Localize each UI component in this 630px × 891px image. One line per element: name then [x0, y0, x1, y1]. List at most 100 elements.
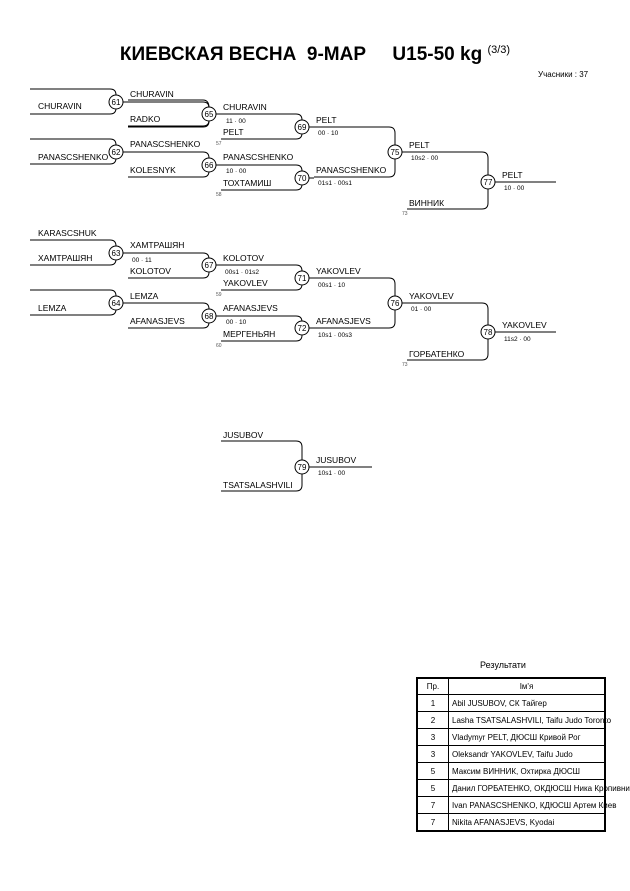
competitor-name: AFANASJEVS [223, 303, 278, 313]
match-score: 10s1 · 00 [318, 470, 345, 477]
match-score: 00 · 10 [318, 130, 339, 137]
match-number: 78 [484, 328, 493, 337]
match-ref: 73 [402, 362, 408, 368]
entry-name: CHURAVIN [38, 101, 82, 111]
competitor-name: KOLESNYK [130, 165, 176, 175]
competitor-name: YAKOVLEV [316, 266, 361, 276]
match-ref: 73 [402, 211, 408, 217]
competitor-name: PELT [223, 127, 244, 137]
match-ref: 60 [216, 343, 222, 349]
match-number: 75 [391, 148, 400, 157]
tournament-bracket: 61 62 63 64 65 66 67 68 69 70 71 72 75 7… [30, 88, 556, 492]
match-number: 72 [298, 324, 307, 333]
column-header: Ім'я [448, 677, 606, 695]
competitor-name: JUSUBOV [223, 430, 263, 440]
name-cell: Lasha TSATSALASHVILI, Taifu Judo Toronto [448, 711, 611, 729]
page-title: КИЕВСКАЯ ВЕСНА 9-МАР U15-50 kg (3/3) [0, 44, 630, 66]
competitor-name: KOLOTOV [130, 266, 171, 276]
entry-name: LEMZA [38, 303, 67, 313]
match-score: 10 · 00 [504, 185, 525, 192]
competitor-name: ВИННИК [409, 198, 444, 208]
place-cell: 7 [416, 813, 449, 832]
match-number: 65 [205, 110, 214, 119]
match-score: 01 · 00 [411, 306, 432, 313]
name-cell: Abil JUSUBOV, СК Тайгер [448, 694, 606, 712]
match-score: 00s1 · 10 [318, 282, 345, 289]
competitor-name: PANASCSHENKO [130, 139, 201, 149]
name-cell: Данил ГОРБАТЕНКО, ОКДЮСШ Ника Кропивницк… [448, 779, 630, 797]
competitor-name: PANASCSHENKO [223, 152, 294, 162]
name-cell: Vladymyr PELT, ДЮСШ Кривой Рог [448, 728, 606, 746]
match-number: 62 [112, 148, 121, 157]
match-number: 64 [112, 299, 121, 308]
column-header: Пр. [416, 677, 449, 695]
match-score: 11s2 · 00 [504, 336, 531, 343]
match-score: 11 · 00 [226, 118, 246, 125]
match-number: 79 [298, 463, 307, 472]
competitor-name: PANASCSHENKO [316, 165, 387, 175]
match-number: 69 [298, 123, 307, 132]
competitor-name: RADKO [130, 114, 161, 124]
place-cell: 7 [416, 796, 449, 814]
match-score: 10s2 · 00 [411, 155, 438, 162]
match-score: 00s1 · 01s2 [225, 269, 259, 276]
participants-count: Учасники : 37 [538, 70, 589, 79]
results-title: Результати [480, 660, 526, 670]
match-number: 63 [112, 249, 121, 258]
competitor-name: МЕРГЕНЬЯН [223, 329, 275, 339]
match-ref: 57 [216, 141, 222, 147]
competitor-name: ТОХТАМИШ [223, 178, 271, 188]
name-cell: Oleksandr YAKOVLEV, Taifu Judo [448, 745, 606, 763]
competitor-name: JUSUBOV [316, 455, 356, 465]
competitor-name: TSATSALASHVILI [223, 480, 293, 490]
match-number: 76 [391, 299, 400, 308]
place-cell: 2 [416, 711, 449, 729]
name-cell: Ivan PANASCSHENKO, КДЮСШ Артем Киев [448, 796, 616, 814]
competitor-name: ГОРБАТЕНКО [409, 349, 465, 359]
page-number: (3/3) [487, 44, 511, 56]
match-number: 70 [298, 174, 307, 183]
match-score: 10s1 · 00s3 [318, 332, 352, 339]
competitor-name: YAKOVLEV [502, 320, 547, 330]
place-cell: 3 [416, 728, 449, 746]
table-header-row: Пр. Ім'я [416, 677, 606, 695]
competitor-name: AFANASJEVS [316, 316, 371, 326]
competitor-name: PELT [409, 140, 430, 150]
competitor-name: YAKOVLEV [409, 291, 454, 301]
match-number: 66 [205, 161, 214, 170]
competitor-name: PELT [316, 115, 337, 125]
match-score: 00 · 10 [226, 319, 247, 326]
match-score: 00 · 11 [132, 257, 152, 264]
competitor-name: KOLOTOV [223, 253, 264, 263]
competitor-name: CHURAVIN [130, 89, 174, 99]
match-ref: 58 [216, 192, 222, 198]
entry-name: ХАМТРАШЯН [38, 253, 92, 263]
name-cell: Максим ВИННИК, Охтирка ДЮСШ [448, 762, 606, 780]
match-number: 61 [112, 98, 121, 107]
competitor-name: ХАМТРАШЯН [130, 240, 184, 250]
match-score: 01s1 · 00s1 [318, 180, 352, 187]
match-number: 67 [205, 261, 214, 270]
place-cell: 5 [416, 762, 449, 780]
competitor-name: CHURAVIN [223, 102, 267, 112]
competitor-name: AFANASJEVS [130, 316, 185, 326]
entry-name: KARASCSHUK [38, 228, 97, 238]
place-cell: 1 [416, 694, 449, 712]
competitor-name: LEMZA [130, 291, 159, 301]
match-number: 71 [298, 274, 307, 283]
match-score: 10 · 00 [226, 168, 247, 175]
competitor-name: YAKOVLEV [223, 278, 268, 288]
match-ref: 59 [216, 292, 222, 298]
place-cell: 5 [416, 779, 449, 797]
match-number: 77 [484, 178, 493, 187]
event-title: КИЕВСКАЯ ВЕСНА 9-МАР U15-50 kg [119, 44, 483, 65]
